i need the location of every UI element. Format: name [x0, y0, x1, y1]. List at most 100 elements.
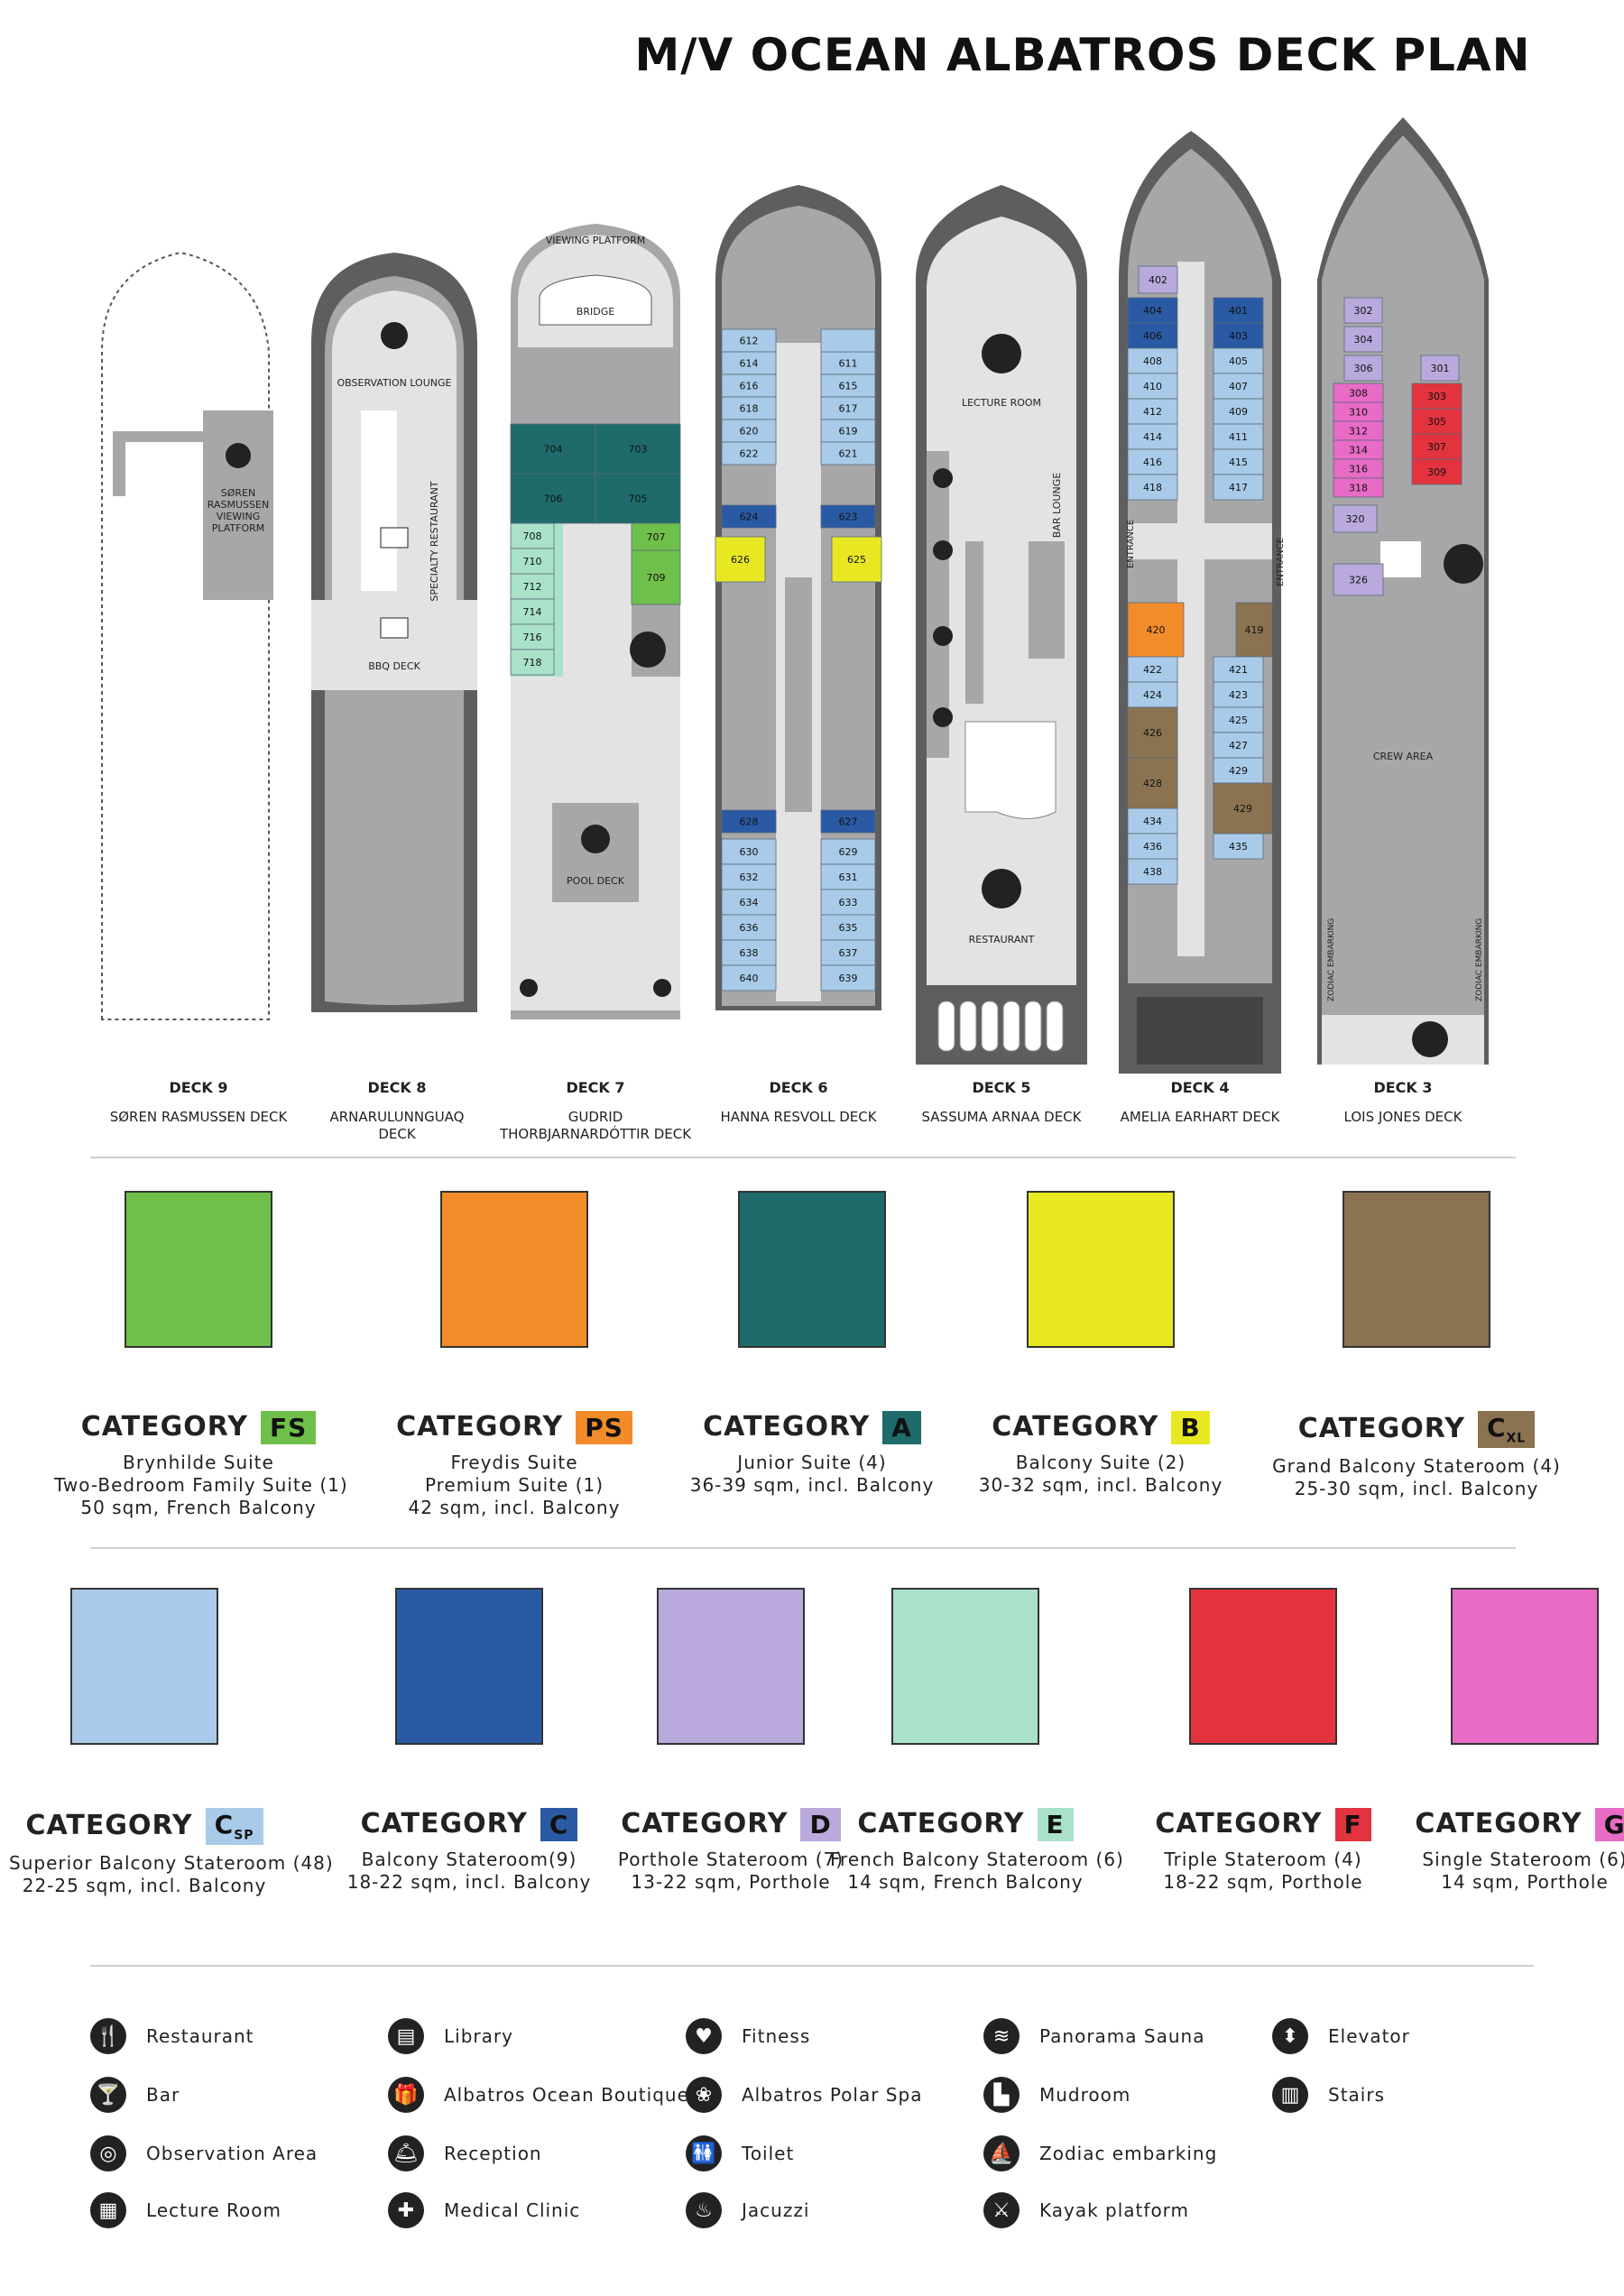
- deck3-medical-icon: [1444, 544, 1483, 584]
- cabin-number: 425: [1229, 715, 1248, 726]
- deck6-cabin-block: [820, 373, 876, 398]
- cabin-number: 618: [740, 403, 759, 415]
- legend-item-lecture-room: ▦Lecture Room: [90, 2190, 281, 2230]
- cabin-number: 304: [1354, 334, 1373, 346]
- legend-label: Albatros Polar Spa: [742, 2084, 923, 2106]
- cabin-floorplan-illustration: [738, 1191, 886, 1348]
- category-badge: CXL: [1477, 1411, 1536, 1448]
- page-title-text: M/V OCEAN ALBATROS DECK PLAN: [634, 29, 1531, 81]
- category-description: Superior Balcony Stateroom (48)22-25 sqm…: [9, 1852, 333, 1897]
- category-label: CATEGORY: [396, 1411, 564, 1443]
- deck8-binoculars-icon: [381, 322, 408, 349]
- restaurant-icon: 🍴: [90, 2018, 126, 2054]
- cabin-number: 326: [1349, 575, 1368, 586]
- cabin-number: 615: [839, 381, 858, 392]
- legend-item-medical-cross: ✚Medical Clinic: [388, 2190, 580, 2230]
- cabin-number: 320: [1346, 513, 1365, 525]
- category-description-line: Grand Balcony Stateroom (4): [1272, 1454, 1561, 1477]
- category-description-line: Balcony Stateroom(9): [361, 1849, 577, 1870]
- deck-4-label: DECK 4 AMELIA EARHART DECK: [1105, 1079, 1295, 1126]
- category-description: Balcony Stateroom(9)18-22 sqm, incl. Bal…: [334, 1849, 604, 1894]
- cabin-number: 418: [1143, 482, 1162, 493]
- legend-item-zodiac: ⛵Zodiac embarking: [983, 2134, 1217, 2173]
- deck7-fitness-heart-icon: [630, 632, 666, 668]
- cabin-number: 406: [1143, 330, 1162, 342]
- deck6-cabin-block: [820, 396, 876, 420]
- cabin-number: 302: [1354, 305, 1373, 317]
- deck6-cabin-block: [820, 863, 876, 890]
- stairs-icon: ▥: [1272, 2077, 1308, 2113]
- cabin-number: 630: [740, 846, 759, 858]
- cabin-number: 307: [1427, 441, 1446, 453]
- category-description: Porthole Stateroom (7)13-22 sqm, Porthol…: [595, 1849, 866, 1894]
- legend-label: Observation Area: [146, 2143, 318, 2164]
- cabin-floorplan-illustration: [1189, 1588, 1337, 1745]
- deck4-cabin-block: [1213, 398, 1264, 425]
- deck6-cabin-block: [715, 536, 766, 583]
- deck7-cabin-block: [595, 473, 681, 524]
- deck-9-name: SØREN RASMUSSEN DECK: [109, 1109, 288, 1125]
- deck6-cabin-block: [820, 419, 876, 443]
- mudroom-boot-icon: ▙: [983, 2077, 1020, 2113]
- cabin-number: 624: [740, 512, 759, 523]
- deck5-lecture-icon: [982, 334, 1021, 373]
- cabin-number: 612: [740, 336, 759, 347]
- cabin-floorplan-illustration: [1451, 1588, 1599, 1745]
- deck6-cabin-block: [721, 441, 777, 466]
- deck3-cabin-block: [1343, 297, 1383, 324]
- category-description-line: 42 sqm, incl. Balcony: [408, 1497, 621, 1518]
- cabin-number: 412: [1143, 406, 1162, 418]
- cabin-number: 308: [1349, 388, 1368, 400]
- legend-label: Medical Clinic: [444, 2199, 581, 2221]
- boutique-icon: 🎁: [388, 2077, 424, 2113]
- deck4-cabin-block: [1127, 602, 1185, 658]
- category-description-line: 18-22 sqm, Porthole: [1163, 1871, 1363, 1893]
- bar-icon: 🍸: [90, 2077, 126, 2113]
- cabin-number: 423: [1229, 689, 1248, 701]
- deck3-zodiac-right: ZODIAC EMBARKING: [1475, 918, 1484, 1001]
- cabin-floorplan-illustration: [440, 1191, 588, 1348]
- deck-6-name: HANNA RESVOLL DECK: [720, 1109, 877, 1125]
- deck6-cabin-block: [820, 838, 876, 865]
- deck6-cabin-block: [721, 504, 777, 529]
- legend-label: Library: [444, 2025, 513, 2047]
- cabin-number: 435: [1229, 841, 1248, 853]
- deck3-cabin-block: [1343, 355, 1383, 382]
- deck4-cabin-block: [1213, 757, 1264, 784]
- deck-3-label: DECK 3 LOIS JONES DECK: [1317, 1079, 1489, 1126]
- deck6-cabin-block: [721, 939, 777, 966]
- deck-9-label: DECK 9 SØREN RASMUSSEN DECK: [108, 1079, 289, 1126]
- category-description-line: 14 sqm, Porthole: [1441, 1871, 1609, 1893]
- deck-7-number: DECK 7: [566, 1079, 625, 1096]
- cabin-number: 402: [1149, 274, 1167, 286]
- cabin-number: 312: [1349, 426, 1368, 438]
- deck4-cabin-block: [1127, 347, 1178, 374]
- cabin-number: 436: [1143, 841, 1162, 853]
- legend-label: Reception: [444, 2143, 542, 2164]
- deck4-cabin-block: [1213, 322, 1264, 349]
- cabin-number: 706: [544, 493, 563, 505]
- deck5-bar-label: BAR LOUNGE: [1051, 473, 1063, 538]
- category-description-line: Balcony Suite (2): [1015, 1452, 1186, 1473]
- deck4-entrance-right: ENTRANCE: [1276, 538, 1286, 586]
- deck3-zodiac-left: ZODIAC EMBARKING: [1327, 918, 1336, 1001]
- deck4-cabin-block: [1213, 423, 1264, 450]
- legend-item-bar: 🍸Bar: [90, 2075, 180, 2115]
- deck5-restaurant-label: RESTAURANT: [969, 934, 1035, 945]
- legend-label: Restaurant: [146, 2025, 254, 2047]
- category-description-line: Single Stateroom (6): [1422, 1849, 1624, 1870]
- deck5-lecture-label: LECTURE ROOM: [962, 397, 1041, 409]
- cabin-number: 414: [1143, 431, 1162, 443]
- deck6-cabin-block: [721, 914, 777, 941]
- deck7-cabin-block: [510, 573, 555, 600]
- page-title: M/V OCEAN ALBATROS DECK PLAN: [0, 29, 1624, 81]
- deck4-cabin-block: [1127, 656, 1178, 683]
